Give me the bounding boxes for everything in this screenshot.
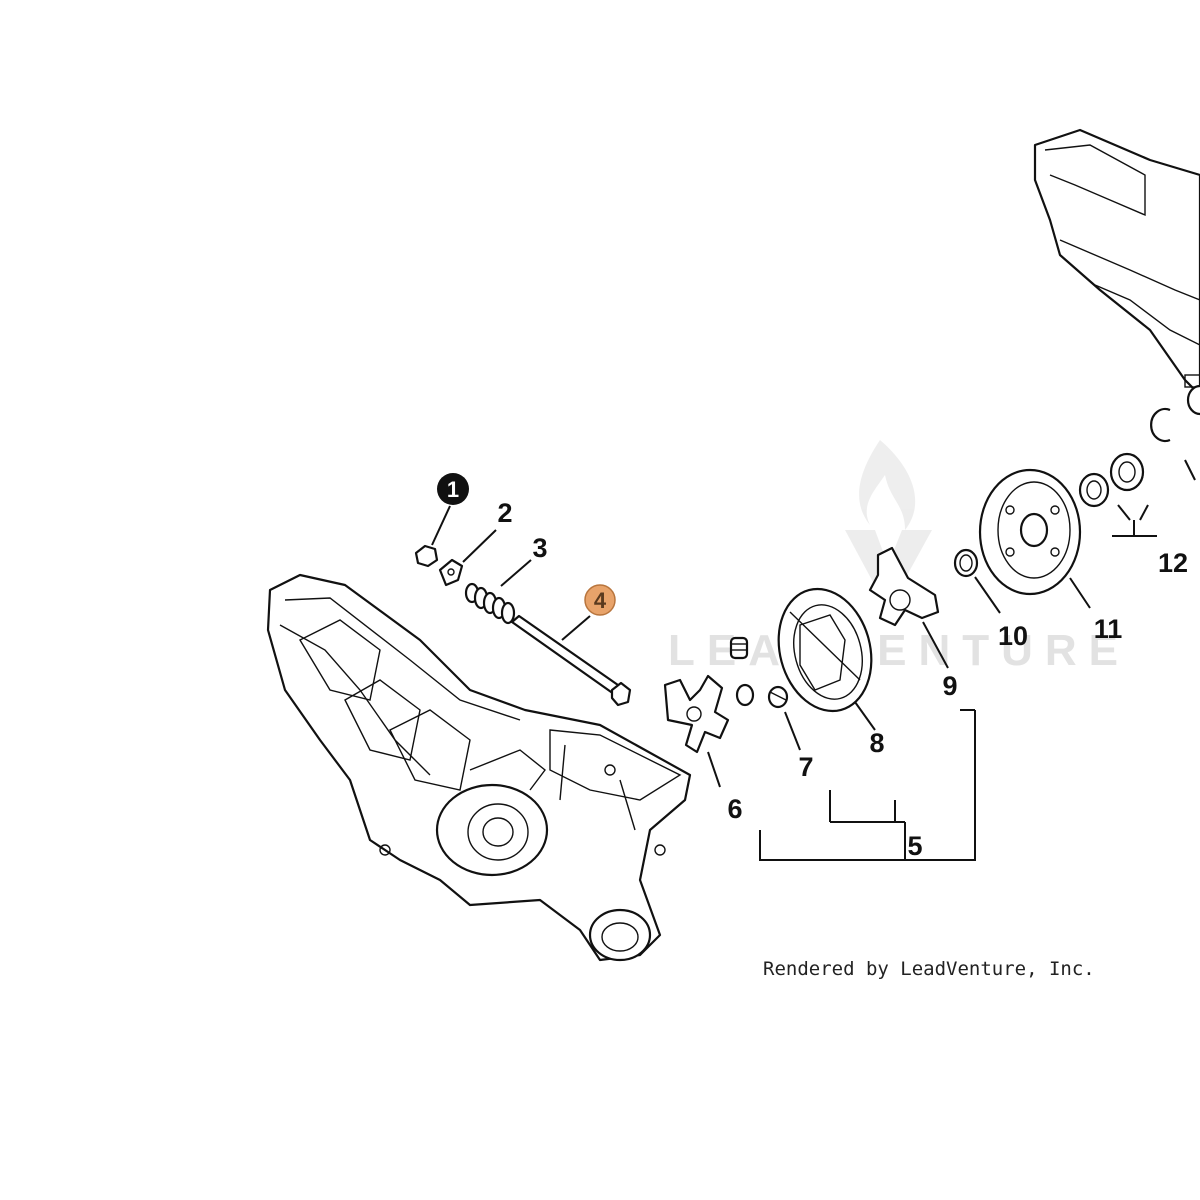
part-8-clutch-shoes (777, 587, 873, 713)
part-11-drum (978, 468, 1082, 596)
callout-1-label: 1 (447, 477, 459, 502)
clutch-cover (1033, 128, 1200, 397)
leader-lines (431, 459, 1196, 861)
crankcase-housing (266, 573, 692, 962)
callout-1[interactable]: 1 (437, 473, 469, 505)
part-1-nut (414, 544, 439, 568)
circlip (1150, 407, 1171, 443)
callout-12-label[interactable]: 12 (1158, 548, 1188, 578)
callout-9-label[interactable]: 9 (942, 671, 957, 701)
part-2-plate (438, 558, 464, 587)
part-13-partial (1186, 384, 1200, 416)
part-3-spring (464, 582, 516, 625)
callout-10-label[interactable]: 10 (998, 621, 1028, 651)
callout-7-label[interactable]: 7 (798, 752, 813, 782)
callout-11-label[interactable]: 11 (1094, 614, 1123, 644)
part-4-rod (510, 614, 632, 707)
part-12-bearings (1078, 452, 1145, 508)
part-10-washer (953, 548, 979, 578)
callout-4[interactable]: 4 (584, 584, 616, 616)
callout-2-label[interactable]: 2 (497, 498, 512, 528)
part-7-springs (729, 636, 789, 709)
callout-3-label[interactable]: 3 (532, 533, 547, 563)
part-9-hub (868, 546, 940, 627)
part-6-carrier (663, 674, 730, 754)
callout-5-label[interactable]: 5 (907, 831, 922, 861)
credit-text: Rendered by LeadVenture, Inc. (763, 958, 1095, 980)
callout-6-label[interactable]: 6 (727, 794, 742, 824)
callout-8-label[interactable]: 8 (869, 728, 884, 758)
callout-4-label: 4 (594, 588, 607, 613)
